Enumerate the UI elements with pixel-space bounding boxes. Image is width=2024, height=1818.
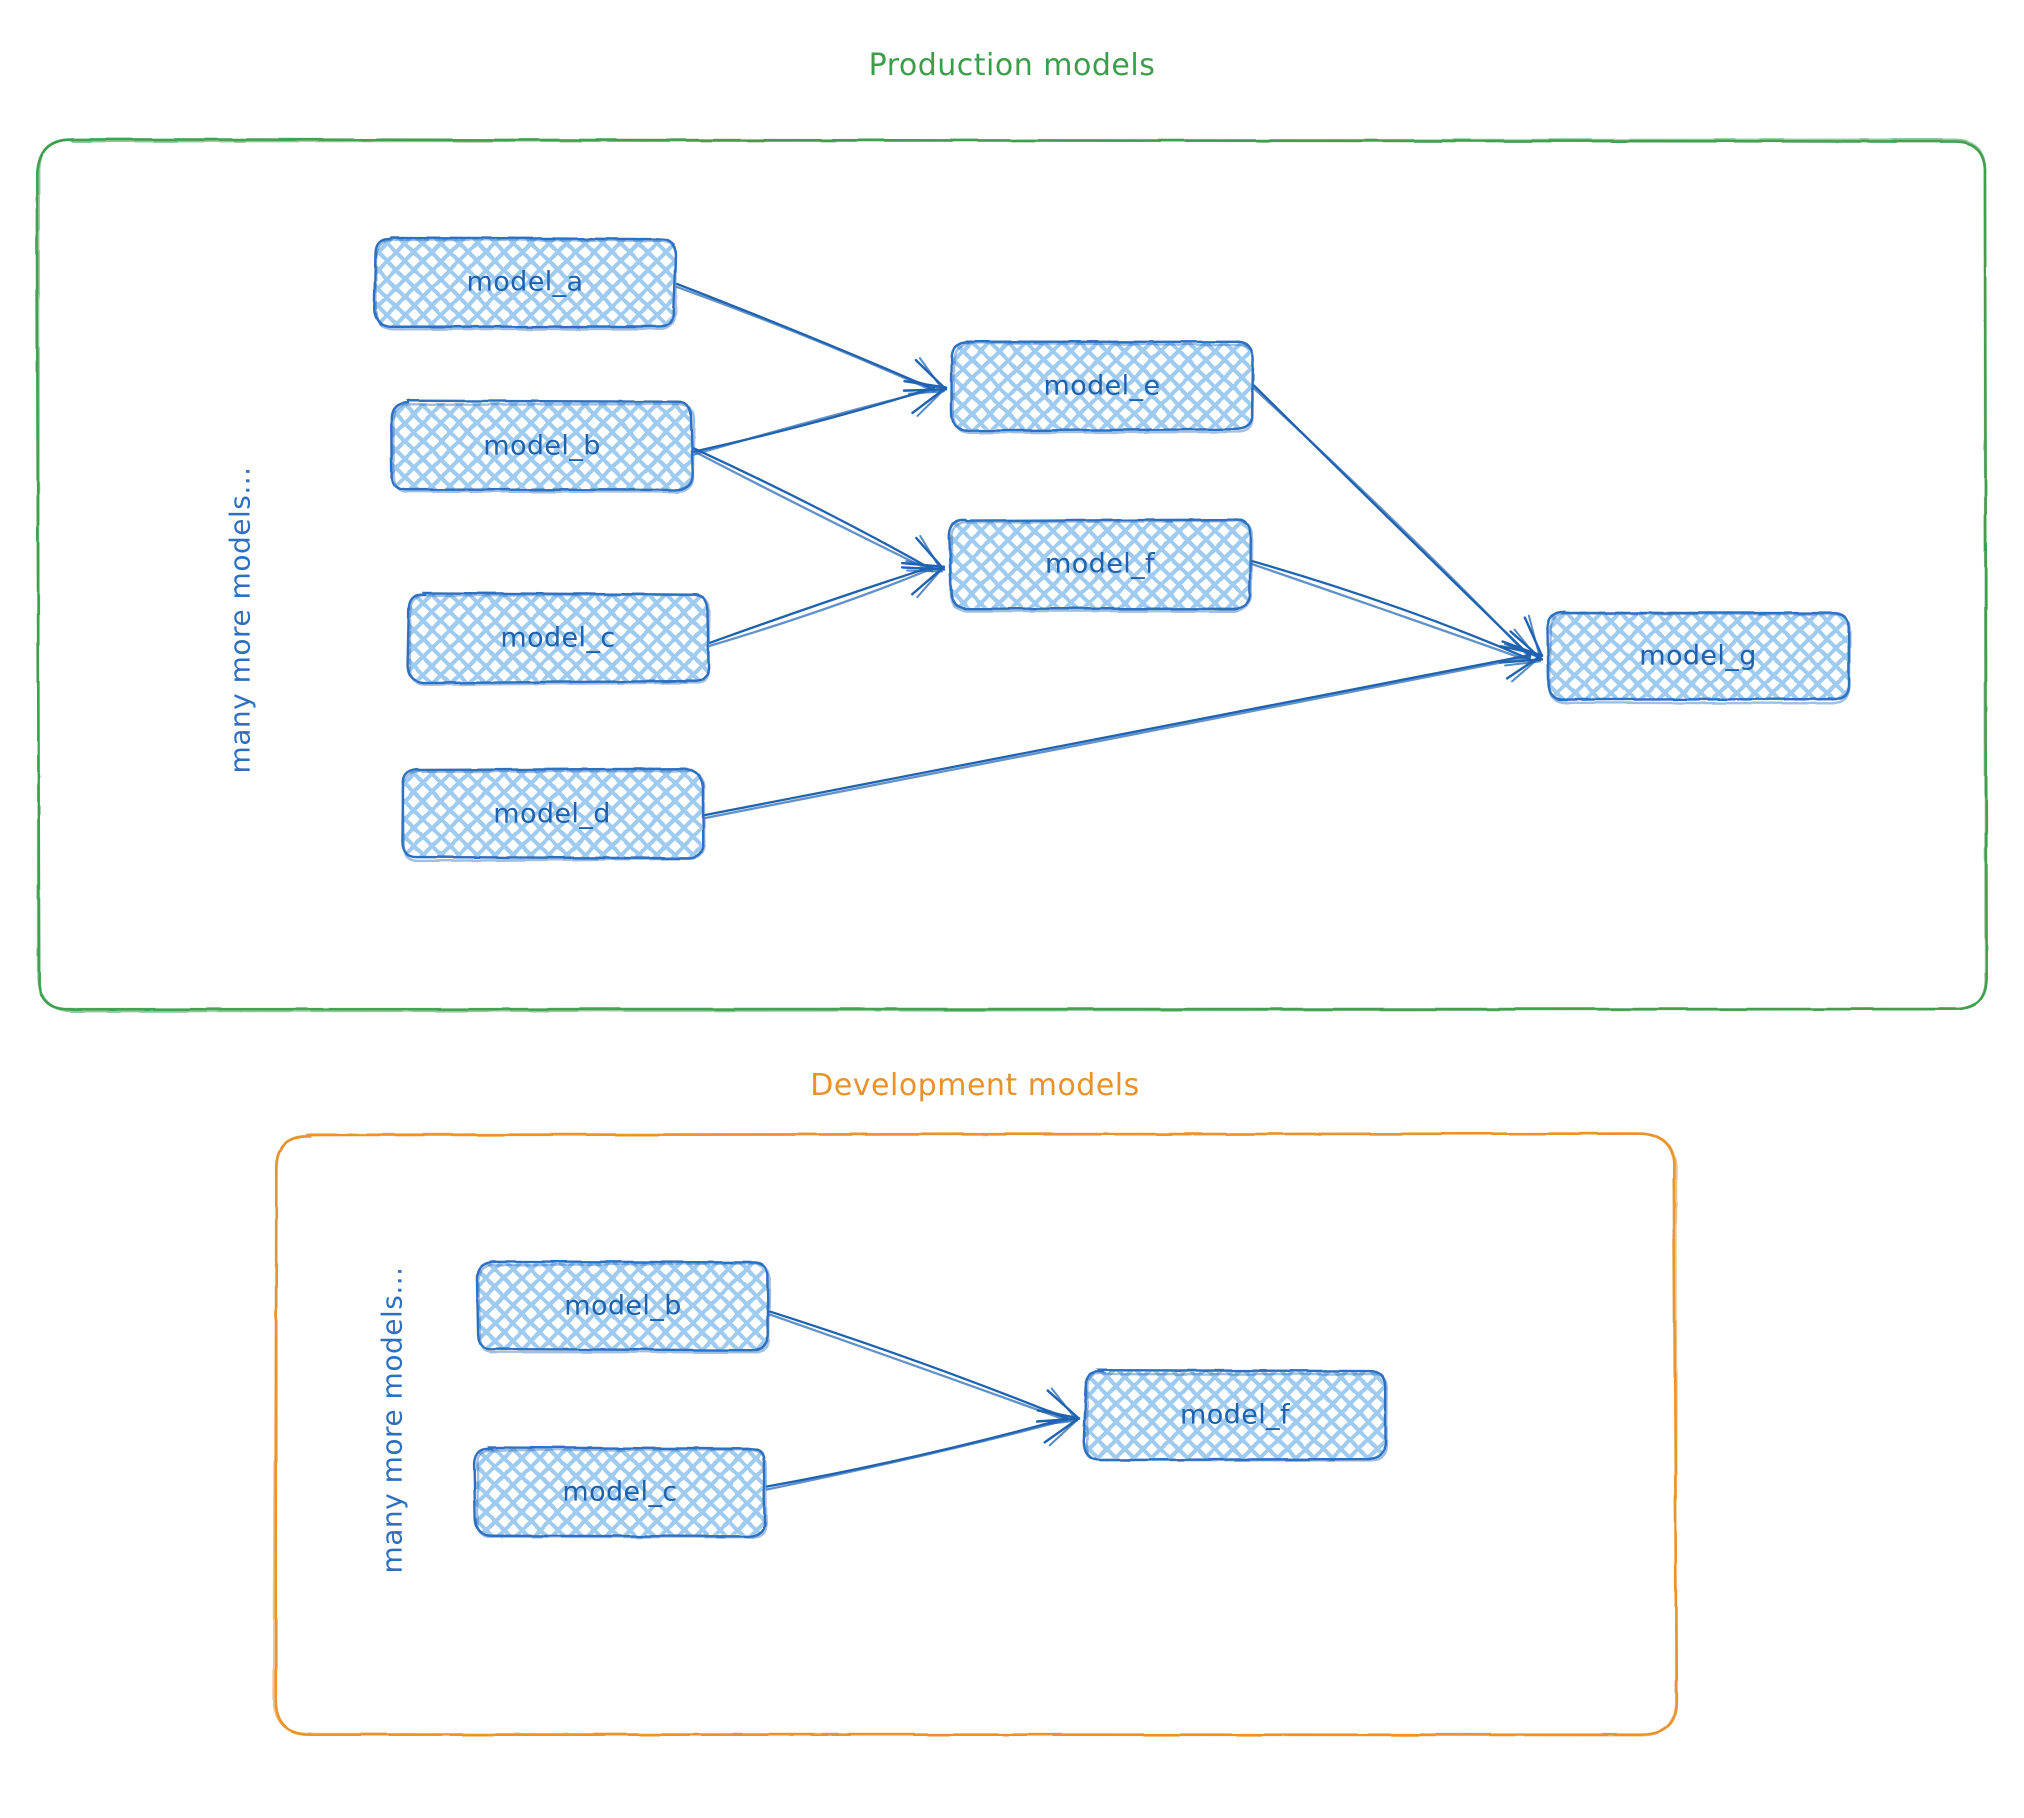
node-label-prod_model_g: model_g <box>1639 640 1757 672</box>
node-label-dev_model_f: model_f <box>1180 1399 1290 1431</box>
node-label-prod_model_d: model_d <box>493 798 611 830</box>
node-dev_model_c[interactable] <box>472 1446 768 1539</box>
production-group-box <box>35 138 1988 1013</box>
edge-prod_model_e-to-prod_model_g <box>1252 384 1544 659</box>
node-label-prod_model_f: model_f <box>1045 548 1155 580</box>
edges <box>675 282 1544 1491</box>
node-prod_model_f[interactable] <box>947 518 1253 613</box>
edge-dev_model_c-to-dev_model_f <box>765 1407 1081 1491</box>
development-group-title: Development models <box>810 1068 1140 1103</box>
node-prod_model_c[interactable] <box>406 591 711 686</box>
node-prod_model_a[interactable] <box>372 236 678 331</box>
edge-dev_model_b-to-dev_model_f <box>768 1310 1081 1426</box>
group-containers <box>35 138 1988 1737</box>
node-label-dev_model_c: model_c <box>562 1476 678 1508</box>
production-many-more-models-note: many more models... <box>223 466 257 774</box>
node-prod_model_b[interactable] <box>390 399 696 494</box>
node-prod_model_d[interactable] <box>401 767 706 863</box>
edge-prod_model_c-to-prod_model_f <box>708 560 946 647</box>
node-dev_model_b[interactable] <box>475 1260 771 1354</box>
node-label-dev_model_b: model_b <box>564 1290 682 1322</box>
edge-prod_model_d-to-prod_model_g <box>702 643 1544 820</box>
production-group-title: Production models <box>868 48 1156 83</box>
node-prod_model_g[interactable] <box>1546 610 1852 705</box>
node-label-prod_model_b: model_b <box>483 430 601 462</box>
edge-prod_model_a-to-prod_model_e <box>675 282 948 395</box>
nodes <box>372 236 1852 1539</box>
edge-prod_model_f-to-prod_model_g <box>1250 559 1544 667</box>
node-label-prod_model_c: model_c <box>500 622 616 654</box>
node-prod_model_e[interactable] <box>950 340 1255 435</box>
edge-prod_model_b-to-prod_model_e <box>692 378 948 456</box>
development-group-box <box>272 1132 1678 1737</box>
node-dev_model_f[interactable] <box>1082 1368 1389 1462</box>
edge-prod_model_b-to-prod_model_f <box>692 447 946 573</box>
node-label-prod_model_a: model_a <box>466 266 584 298</box>
development-many-more-models-note: many more models... <box>375 1266 409 1574</box>
node-label-prod_model_e: model_e <box>1043 370 1161 402</box>
